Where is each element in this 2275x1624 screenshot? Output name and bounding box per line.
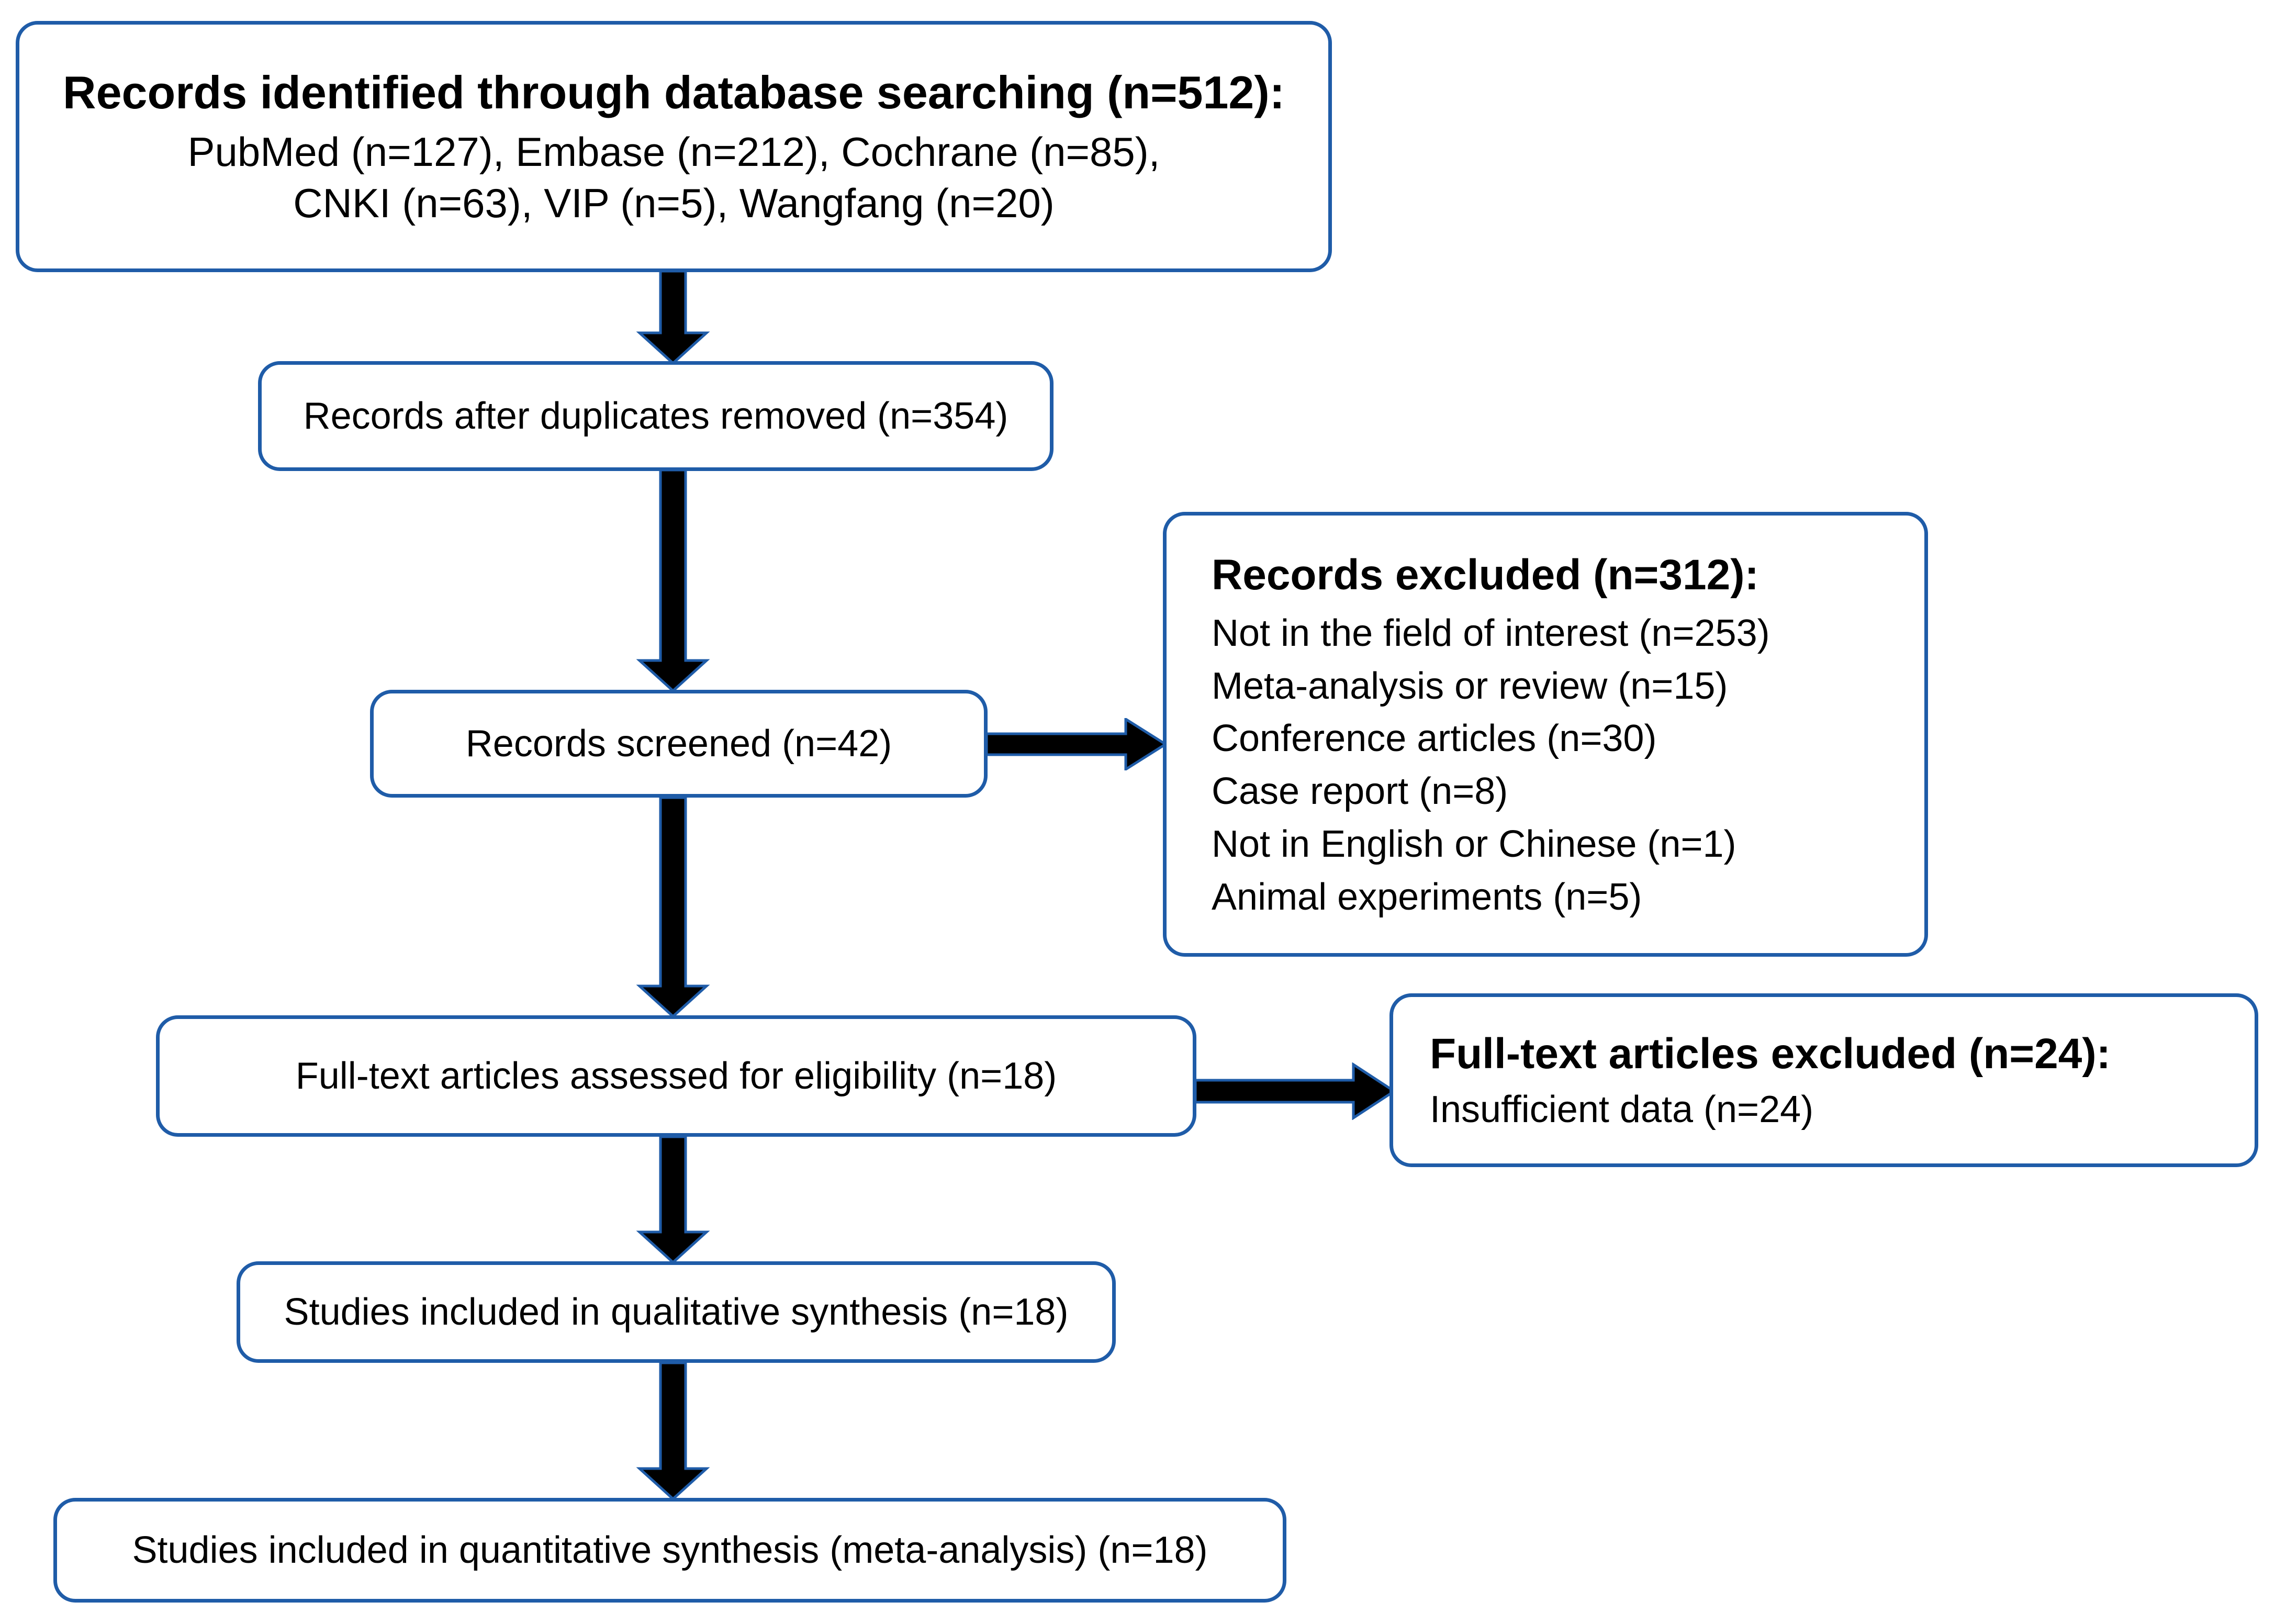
node-studies-qualitative-synthesis: Studies included in qualitative synthesi…: [237, 1261, 1116, 1363]
records-excluded-reason-3: Case report (n=8): [1212, 770, 1508, 813]
node-records-identified: Records identified through database sear…: [16, 21, 1332, 272]
records-excluded-reason-5: Animal experiments (n=5): [1212, 876, 1642, 918]
records-excluded-title: Records excluded (n=312):: [1212, 551, 1759, 599]
fulltext-excluded-title: Full-text articles excluded (n=24):: [1430, 1029, 2111, 1078]
records-excluded-reason-2: Conference articles (n=30): [1212, 718, 1657, 760]
qualitative-synthesis-label: Studies included in qualitative synthesi…: [284, 1291, 1069, 1333]
arrow-fulltext-to-fulltext-excluded: [1195, 1062, 1395, 1120]
records-identified-sources-line-2: CNKI (n=63), VIP (n=5), Wangfang (n=20): [293, 180, 1055, 227]
node-records-excluded: Records excluded (n=312): Not in the fie…: [1163, 512, 1928, 957]
fulltext-assessed-label: Full-text articles assessed for eligibil…: [295, 1055, 1057, 1097]
fulltext-excluded-reason: Insufficient data (n=24): [1430, 1089, 1814, 1131]
records-identified-title: Records identified through database sear…: [63, 66, 1285, 119]
arrow-identified-to-duplicates: [636, 271, 710, 363]
records-excluded-reason-4: Not in English or Chinese (n=1): [1212, 823, 1736, 865]
records-excluded-reason-0: Not in the field of interest (n=253): [1212, 612, 1770, 654]
records-identified-sources-line-1: PubMed (n=127), Embase (n=212), Cochrane…: [187, 129, 1160, 175]
node-records-screened: Records screened (n=42): [370, 690, 988, 798]
arrow-duplicates-to-screened: [636, 470, 710, 691]
records-screened-label: Records screened (n=42): [465, 722, 892, 765]
records-excluded-reason-1: Meta-analysis or review (n=15): [1212, 665, 1728, 707]
arrow-screened-to-fulltext: [636, 798, 710, 1016]
records-after-duplicates-label: Records after duplicates removed (n=354): [303, 395, 1008, 437]
node-fulltext-articles-excluded: Full-text articles excluded (n=24): Insu…: [1389, 993, 2258, 1167]
arrow-screened-to-records-excluded: [987, 718, 1167, 770]
node-studies-quantitative-synthesis: Studies included in quantitative synthes…: [53, 1498, 1286, 1603]
arrow-fulltext-to-qualitative: [636, 1137, 710, 1262]
arrow-qualitative-to-quantitative: [636, 1363, 710, 1499]
node-fulltext-articles-assessed: Full-text articles assessed for eligibil…: [156, 1015, 1196, 1137]
quantitative-synthesis-label: Studies included in quantitative synthes…: [132, 1529, 1208, 1571]
node-records-after-duplicates-removed: Records after duplicates removed (n=354): [258, 361, 1054, 471]
